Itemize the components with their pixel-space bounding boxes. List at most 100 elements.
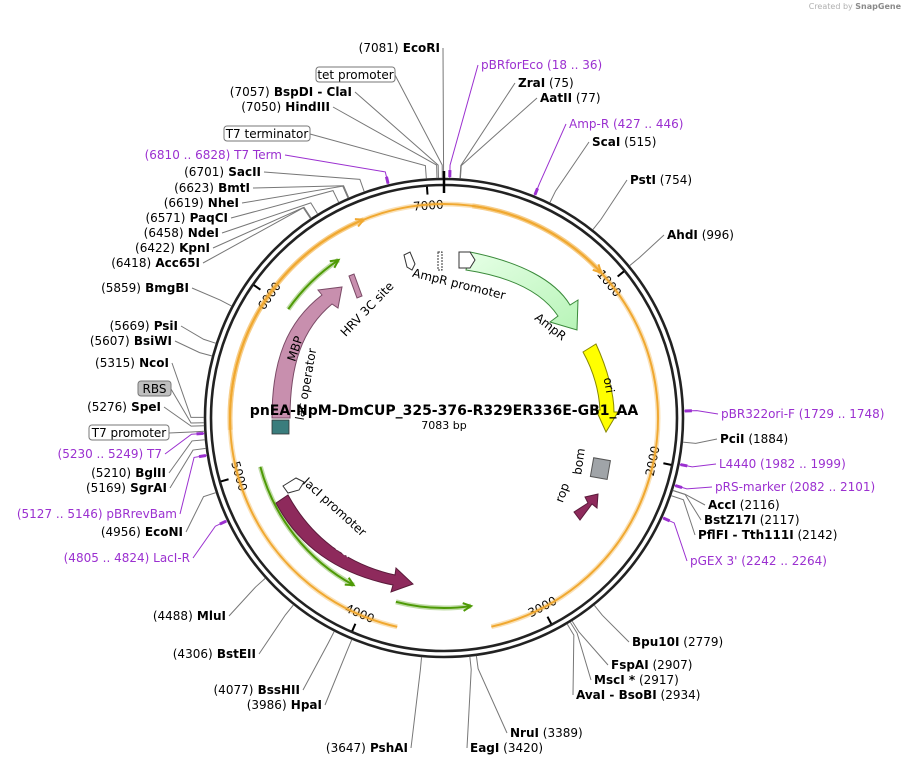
site-label-bsshii-part-1: BssHII: [253, 683, 300, 697]
boxed-label-t7-promoter[interactable]: T7 promoter: [88, 424, 170, 441]
site-label-scai[interactable]: ScaI (515): [592, 135, 656, 149]
site-label-aatii[interactable]: AatII (77): [540, 91, 601, 105]
plasmid-length: 7083 bp: [421, 419, 466, 432]
site-label-hindiii-part-1: HindIII: [281, 100, 330, 114]
site-label-ahdi[interactable]: AhdI (996): [667, 228, 734, 242]
site-label-ncoi[interactable]: (5315) NcoI: [95, 356, 169, 370]
site-label-bpu10i[interactable]: Bpu10I (2779): [632, 635, 723, 649]
site-label-bsiwi-part-1: BsiWI: [130, 334, 172, 348]
primer-label-amp-r[interactable]: Amp-R (427 .. 446): [569, 117, 683, 131]
primer-label-prs-marker[interactable]: pRS-marker (2082 .. 2101): [715, 480, 875, 494]
site-label-bglii-part-0: (5210): [91, 466, 131, 480]
boxed-label-t7-terminator[interactable]: T7 terminator: [223, 125, 311, 142]
site-label-avai-bsobi-part-0: AvaI - BsoBI: [576, 688, 657, 702]
primer-label-t7[interactable]: (5230 .. 5249) T7: [58, 447, 162, 461]
site-label-bsshii[interactable]: (4077) BssHII: [214, 683, 301, 697]
site-label-mlui[interactable]: (4488) MluI: [153, 609, 226, 623]
site-label-kpni[interactable]: (6422) KpnI: [135, 241, 210, 255]
site-label-bstz17i[interactable]: BstZ17I (2117): [704, 513, 800, 527]
site-label-fspai-part-1: (2907): [649, 658, 693, 672]
feature-ori-arrow[interactable]: [582, 343, 619, 434]
primer-label-pbrforeco-part-1: (18 .. 36): [543, 58, 602, 72]
site-label-mlui-part-0: (4488): [153, 609, 193, 623]
orf-laci-1[interactable]: [259, 466, 355, 587]
boxed-label-rbs-box: [137, 380, 172, 397]
site-label-pflfi-tth111i[interactable]: PflFI - Tth111I (2142): [698, 528, 837, 542]
feature-laci-promoter-arrow[interactable]: [282, 477, 305, 494]
site-label-fspai[interactable]: FspAI (2907): [611, 658, 692, 672]
site-label-ecori[interactable]: (7081) EcoRI: [359, 41, 440, 55]
site-label-psti[interactable]: PstI (754): [630, 173, 692, 187]
orf-laci-2[interactable]: [395, 600, 472, 609]
boxed-label-tet-promoter-leader: [394, 74, 443, 179]
feature-ampr-arrow[interactable]: [465, 251, 579, 331]
site-leader-avai-bsobi: [566, 623, 575, 696]
boxed-label-tet-promoter[interactable]: tet promoter: [315, 66, 396, 83]
site-label-sgrai[interactable]: (5169) SgrAI: [86, 481, 167, 495]
site-label-bmgbi[interactable]: (5859) BmgBI: [101, 281, 189, 295]
site-label-hindiii[interactable]: (7050) HindIII: [241, 100, 330, 114]
primer-label-pbr322ori-f-part-1: (1729 .. 1748): [795, 407, 885, 421]
primer-label-t7-term[interactable]: (6810 .. 6828) T7 Term: [145, 148, 282, 162]
site-label-pcii[interactable]: PciI (1884): [720, 432, 788, 446]
site-label-ndei[interactable]: (6458) NdeI: [144, 226, 219, 240]
site-label-zrai[interactable]: ZraI (75): [518, 76, 574, 90]
site-label-nhei[interactable]: (6619) NheI: [164, 196, 239, 210]
feature-laci-arrow[interactable]: [275, 494, 414, 593]
site-label-sgrai-part-1: SgrAI: [126, 481, 167, 495]
site-label-acci[interactable]: AccI (2116): [708, 498, 780, 512]
site-label-pshai[interactable]: (3647) PshAI: [326, 741, 408, 755]
primer-label-l4440[interactable]: L4440 (1982 .. 1999): [719, 457, 846, 471]
site-label-psii[interactable]: (5669) PsiI: [110, 319, 178, 333]
site-label-kpni-part-0: (6422): [135, 241, 175, 255]
label-hrv3c: HRV 3C site: [338, 279, 397, 339]
site-label-msci-part-0: MscI *: [594, 673, 636, 687]
site-label-psti-part-0: PstI: [630, 173, 656, 187]
feature-hrv3c-site[interactable]: [348, 273, 363, 299]
site-label-spei[interactable]: (5276) SpeI: [87, 400, 161, 414]
primer-leader-l4440: [679, 463, 717, 468]
site-label-bsiwi[interactable]: (5607) BsiWI: [90, 334, 172, 348]
boxed-label-rbs[interactable]: RBS: [137, 380, 172, 397]
site-leader-eagi: [466, 656, 472, 749]
site-label-pcii-part-1: (1884): [745, 432, 789, 446]
site-label-bspdi-clai[interactable]: (7057) BspDI - ClaI: [230, 85, 352, 99]
site-label-paqci[interactable]: (6571) PaqCI: [145, 211, 228, 225]
orf-mbp[interactable]: [229, 218, 365, 430]
site-label-bglii[interactable]: (5210) BglII: [91, 466, 166, 480]
feature-rop-arrow[interactable]: [573, 493, 599, 521]
primer-label-pbrforeco[interactable]: pBRforEco (18 .. 36): [481, 58, 602, 72]
feature-bom-box[interactable]: [589, 457, 612, 480]
orf-green-left[interactable]: [287, 259, 340, 310]
site-label-nrui[interactable]: NruI (3389): [510, 726, 583, 740]
primer-label-pbrrevbam[interactable]: (5127 .. 5146) pBRrevBam: [17, 507, 177, 521]
site-label-psti-part-1: (754): [656, 173, 692, 187]
site-leader-bsshii: [302, 631, 335, 691]
site-label-msci[interactable]: MscI * (2917): [594, 673, 679, 687]
site-label-bsteii[interactable]: (4306) BstEII: [173, 647, 256, 661]
site-label-eagi[interactable]: EagI (3420): [470, 741, 543, 755]
primer-label-laci-r[interactable]: (4805 .. 4824) LacI-R: [64, 551, 190, 565]
site-label-acc65i[interactable]: (6418) Acc65I: [111, 256, 200, 270]
site-label-avai-bsobi[interactable]: AvaI - BsoBI (2934): [576, 688, 700, 702]
site-leader-bmti: [252, 185, 350, 198]
site-label-sacii[interactable]: (6701) SacII: [184, 165, 261, 179]
site-leader-ahdi: [629, 234, 665, 267]
site-label-ncoi-part-0: (5315): [95, 356, 135, 370]
site-label-ncoi-part-1: NcoI: [135, 356, 169, 370]
primer-leader-pbrforeco: [449, 64, 479, 179]
orf-green-left-arrowhead: [329, 258, 341, 269]
site-label-econi[interactable]: (4956) EcoNI: [101, 525, 183, 539]
site-label-bmti[interactable]: (6623) BmtI: [174, 181, 250, 195]
site-label-bmti-part-1: BmtI: [214, 181, 250, 195]
orf-orange-bottom[interactable]: [229, 203, 659, 628]
primer-label-pbr322ori-f[interactable]: pBR322ori-F (1729 .. 1748): [721, 407, 884, 421]
primer-label-pgex-3[interactable]: pGEX 3' (2242 .. 2264): [690, 554, 827, 568]
site-leader-pflfi-tth111i: [670, 495, 696, 536]
feature-ampr-promoter-arrow[interactable]: [458, 251, 476, 269]
primer-leader-prs-marker: [674, 484, 713, 490]
tick-mark-6000: [253, 284, 261, 291]
feature-lac-operator-box[interactable]: [271, 419, 290, 435]
site-label-hpai[interactable]: (3986) HpaI: [247, 698, 322, 712]
feature-mbp-arrow[interactable]: [271, 286, 343, 419]
